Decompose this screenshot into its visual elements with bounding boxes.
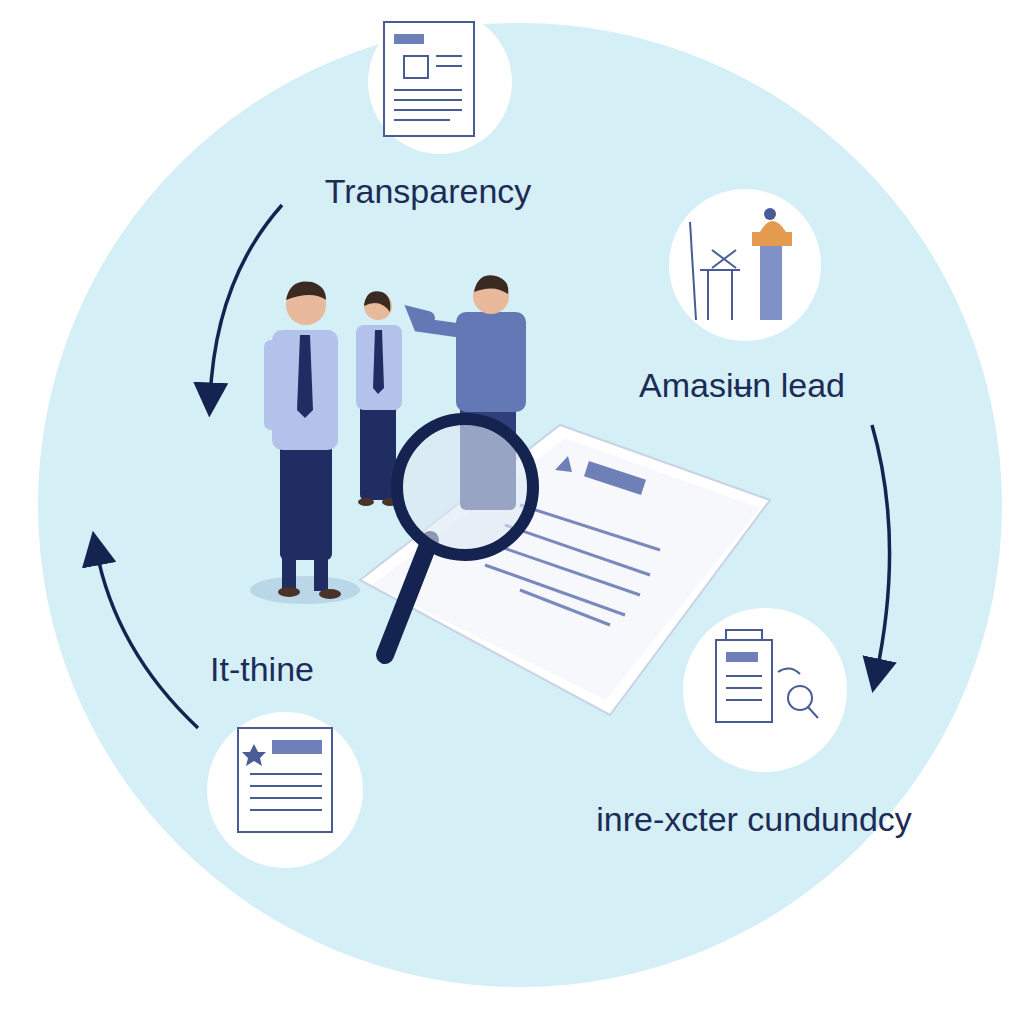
cycle-label: It-thine — [210, 651, 314, 688]
cycle-label: Transparency — [325, 173, 532, 210]
cycle-label: Amasiʉn lead — [639, 367, 845, 404]
cycle-label: inre-xcter cundundcy — [596, 801, 912, 838]
